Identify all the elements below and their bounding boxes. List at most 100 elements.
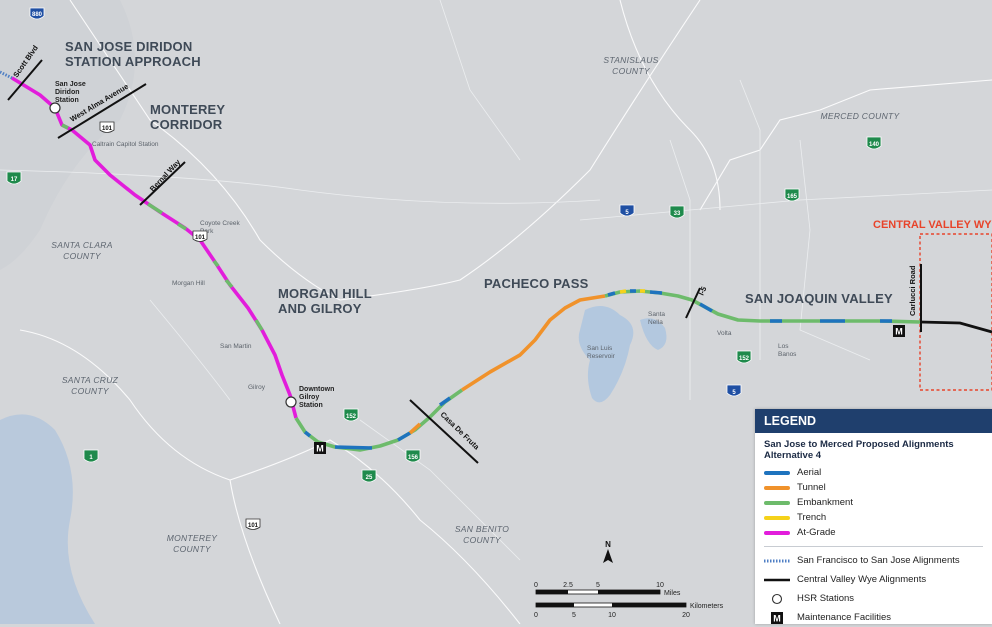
state-route-33-icon: 33 [669,205,685,219]
legend-subtitle: San Jose to Merced Proposed Alignments A… [764,439,954,461]
us-101-shield-icon: 101 [245,518,261,530]
san-luis-reservoir [578,306,634,403]
scale-mile-1: 2.5 [563,582,573,589]
segment-tunnel-short [408,422,422,435]
legend-item-aerial: Aerial [764,465,874,480]
region-label-diridon-1: SAN JOSE DIRIDON [65,39,192,54]
monterey-bay [0,414,95,624]
scale-mile-3: 10 [656,582,664,589]
shield-label: 5 [732,390,736,396]
place-reservoir-2: Reservoir [587,353,616,360]
scale-km-0: 0 [534,612,538,619]
shield-label: 33 [674,211,681,217]
maintenance-marker-label: M [773,613,781,623]
maintenance-marker-label: M [316,444,324,454]
region-label-pacheco: PACHECO PASS [484,276,589,291]
maintenance-facility-gilroy[interactable]: M [314,442,326,454]
black-line-icon [764,578,790,582]
state-route-25-icon: 25 [361,469,377,483]
region-label-wye: CENTRAL VALLEY WYE [873,219,992,231]
county-monterey-1: MONTEREY [167,533,219,543]
cut-label-i5: I-5 [697,285,709,297]
shield-label: 156 [408,455,419,461]
place-los-banos-2: Banos [778,351,797,358]
place-volta: Volta [717,330,732,337]
legend-item-sf-alignment: San Francisco to San Jose Alignments [755,551,992,570]
trench-swatch [764,515,790,520]
shield-label: 101 [248,523,259,529]
county-san-benito-1: SAN BENITO [455,524,509,534]
shield-label: 152 [346,414,357,420]
shield-label: 5 [625,210,629,216]
interstate-880-icon: 880 [29,7,45,20]
scale-mile-2: 5 [596,582,600,589]
cut-label-carlucci: Carlucci Road [908,265,917,316]
legend-item-cv-wye: Central Valley Wye Alignments [755,570,992,589]
legend-label-cv-wye: Central Valley Wye Alignments [797,574,927,585]
legend-label-hsr-stations: HSR Stations [797,593,855,604]
wye-boundary-box [919,233,992,391]
tunnel-swatch [764,485,790,490]
legend-item-hsr-stations: HSR Stations [755,589,992,608]
scale-miles-label: Miles [664,590,681,597]
state-route-156-icon: 156 [405,449,421,463]
station-label-gilroy-2: Gilroy [299,394,319,401]
place-santa-nella-2: Nella [648,319,663,326]
diridon-station-marker[interactable] [49,102,61,114]
us-101-shield-icon: 101 [192,230,208,242]
state-route-152-icon: 152 [343,408,359,422]
county-stanislaus-2: COUNTY [612,66,651,76]
region-label-morgan-1: MORGAN HILL [278,286,372,301]
shield-label: 25 [366,475,373,481]
sf-sj-alignment [0,70,13,80]
central-valley-wye-alignment [919,320,992,334]
county-monterey-2: COUNTY [173,544,212,554]
legend-item-maintenance: M Maintenance Facilities [755,608,992,627]
legend-label-embankment: Embankment [797,497,853,508]
county-boundaries [19,0,992,624]
legend-divider [764,546,983,547]
region-label-monterey-2: CORRIDOR [150,117,223,132]
segment-tunnel-pacheco [461,294,606,392]
shield-label: 101 [195,235,206,241]
station-label-diridon-3: Station [55,97,79,104]
interstate-5-icon: 5 [726,384,742,397]
place-los-banos-1: Los [778,343,789,350]
at-grade-swatch [764,530,790,535]
scale-bar: 0 2.5 5 10 Miles Kilometers 0 5 10 20 [534,582,724,619]
legend-panel: LEGEND San Jose to Merced Proposed Align… [755,409,992,624]
shield-label: 165 [787,194,798,200]
state-route-1-icon: 1 [83,449,99,463]
state-route-140-icon: 140 [866,136,882,150]
station-circle-icon [764,593,790,605]
segment-aerial-gilroy [303,430,411,450]
north-arrow-icon: N [603,540,613,563]
region-label-monterey-1: MONTEREY [150,102,225,117]
scale-km-2: 10 [608,612,616,619]
maintenance-marker-label: M [895,327,903,337]
region-label-diridon-2: STATION APPROACH [65,54,201,69]
legend-label-at-grade: At-Grade [797,527,836,538]
place-caltrain: Caltrain Capitol Station [92,141,159,148]
state-route-152-icon: 152 [736,350,752,364]
legend-alignment-types: Aerial Tunnel Embankment Trench At-Grade [755,461,992,540]
state-route-17-icon: 17 [6,171,22,185]
us-101-shield-icon: 101 [99,121,115,133]
county-merced: MERCED COUNTY [821,111,901,121]
legend-item-at-grade: At-Grade [764,525,874,540]
station-label-diridon-1: San Jose [55,81,86,88]
legend-label-sf-alignment: San Francisco to San Jose Alignments [797,555,960,566]
state-route-165-icon: 165 [784,188,800,202]
place-morgan-hill: Morgan Hill [172,280,205,287]
scale-km-1: 5 [572,612,576,619]
embankment-swatch [764,500,790,505]
interstate-5-icon: 5 [619,204,635,217]
region-label-morgan-2: AND GILROY [278,301,362,316]
region-label-sjv: SAN JOAQUIN VALLEY [745,291,893,306]
gilroy-station-marker[interactable] [285,396,297,408]
small-reservoir [640,318,667,350]
county-santa-clara-1: SANTA CLARA [51,240,112,250]
maintenance-facility-carlucci[interactable]: M [893,325,905,337]
county-stanislaus-1: STANISLAUS [603,55,658,65]
